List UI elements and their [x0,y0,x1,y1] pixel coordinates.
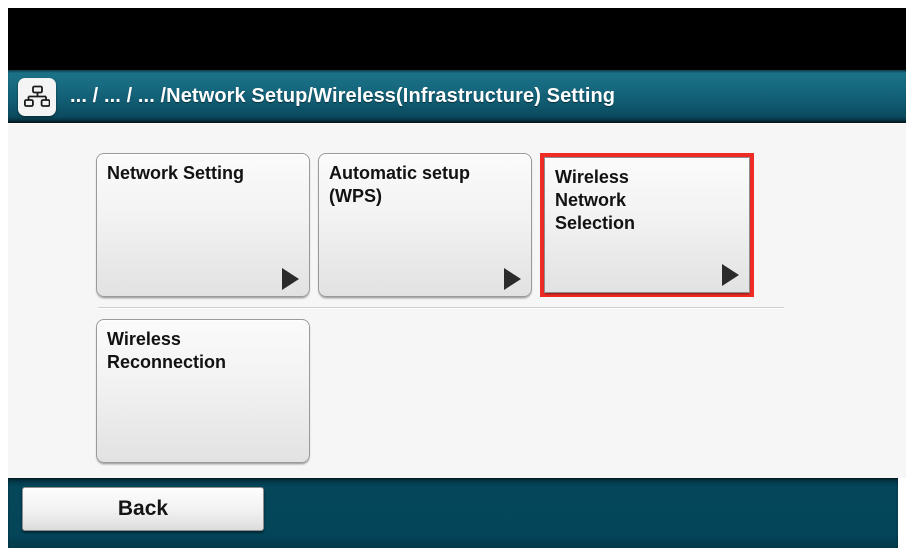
tile-slot-automatic-setup-wps: Automatic setup (WPS) [318,153,532,297]
triangle-right-icon [722,264,739,286]
breadcrumb: ... / ... / ... /Network Setup/Wireless(… [70,85,616,107]
network-sitemap-icon [18,77,56,116]
tile-row-1: Network Setting Automatic setup (WPS) Wi… [96,153,762,297]
tile-slot-wireless-network-selection: Wireless Network Selection [540,153,754,297]
tile-label: Network Setting [107,163,245,183]
top-black-band [8,8,906,70]
header-bar: ... / ... / ... /Network Setup/Wireless(… [8,70,906,123]
tile-automatic-setup-wps[interactable]: Automatic setup (WPS) [318,153,532,297]
tile-label: Automatic setup (WPS) [329,163,471,207]
back-button[interactable]: Back [22,487,264,531]
tile-wireless-network-selection[interactable]: Wireless Network Selection [544,157,750,293]
row-divider [98,307,784,309]
tile-network-setting[interactable]: Network Setting [96,153,310,297]
tile-label: Wireless Network Selection [555,167,636,234]
content-area: Network Setting Automatic setup (WPS) Wi… [8,123,906,478]
tile-slot-wireless-reconnection: Wireless Reconnection [96,319,310,463]
tile-slot-network-setting: Network Setting [96,153,310,297]
tile-row-2: Wireless Reconnection [96,319,318,463]
tile-label: Wireless Reconnection [107,329,227,373]
triangle-right-icon [282,268,299,290]
footer-bar: Back [8,478,898,548]
tile-wireless-reconnection[interactable]: Wireless Reconnection [96,319,310,463]
back-button-label: Back [117,497,169,520]
triangle-right-icon [504,268,521,290]
